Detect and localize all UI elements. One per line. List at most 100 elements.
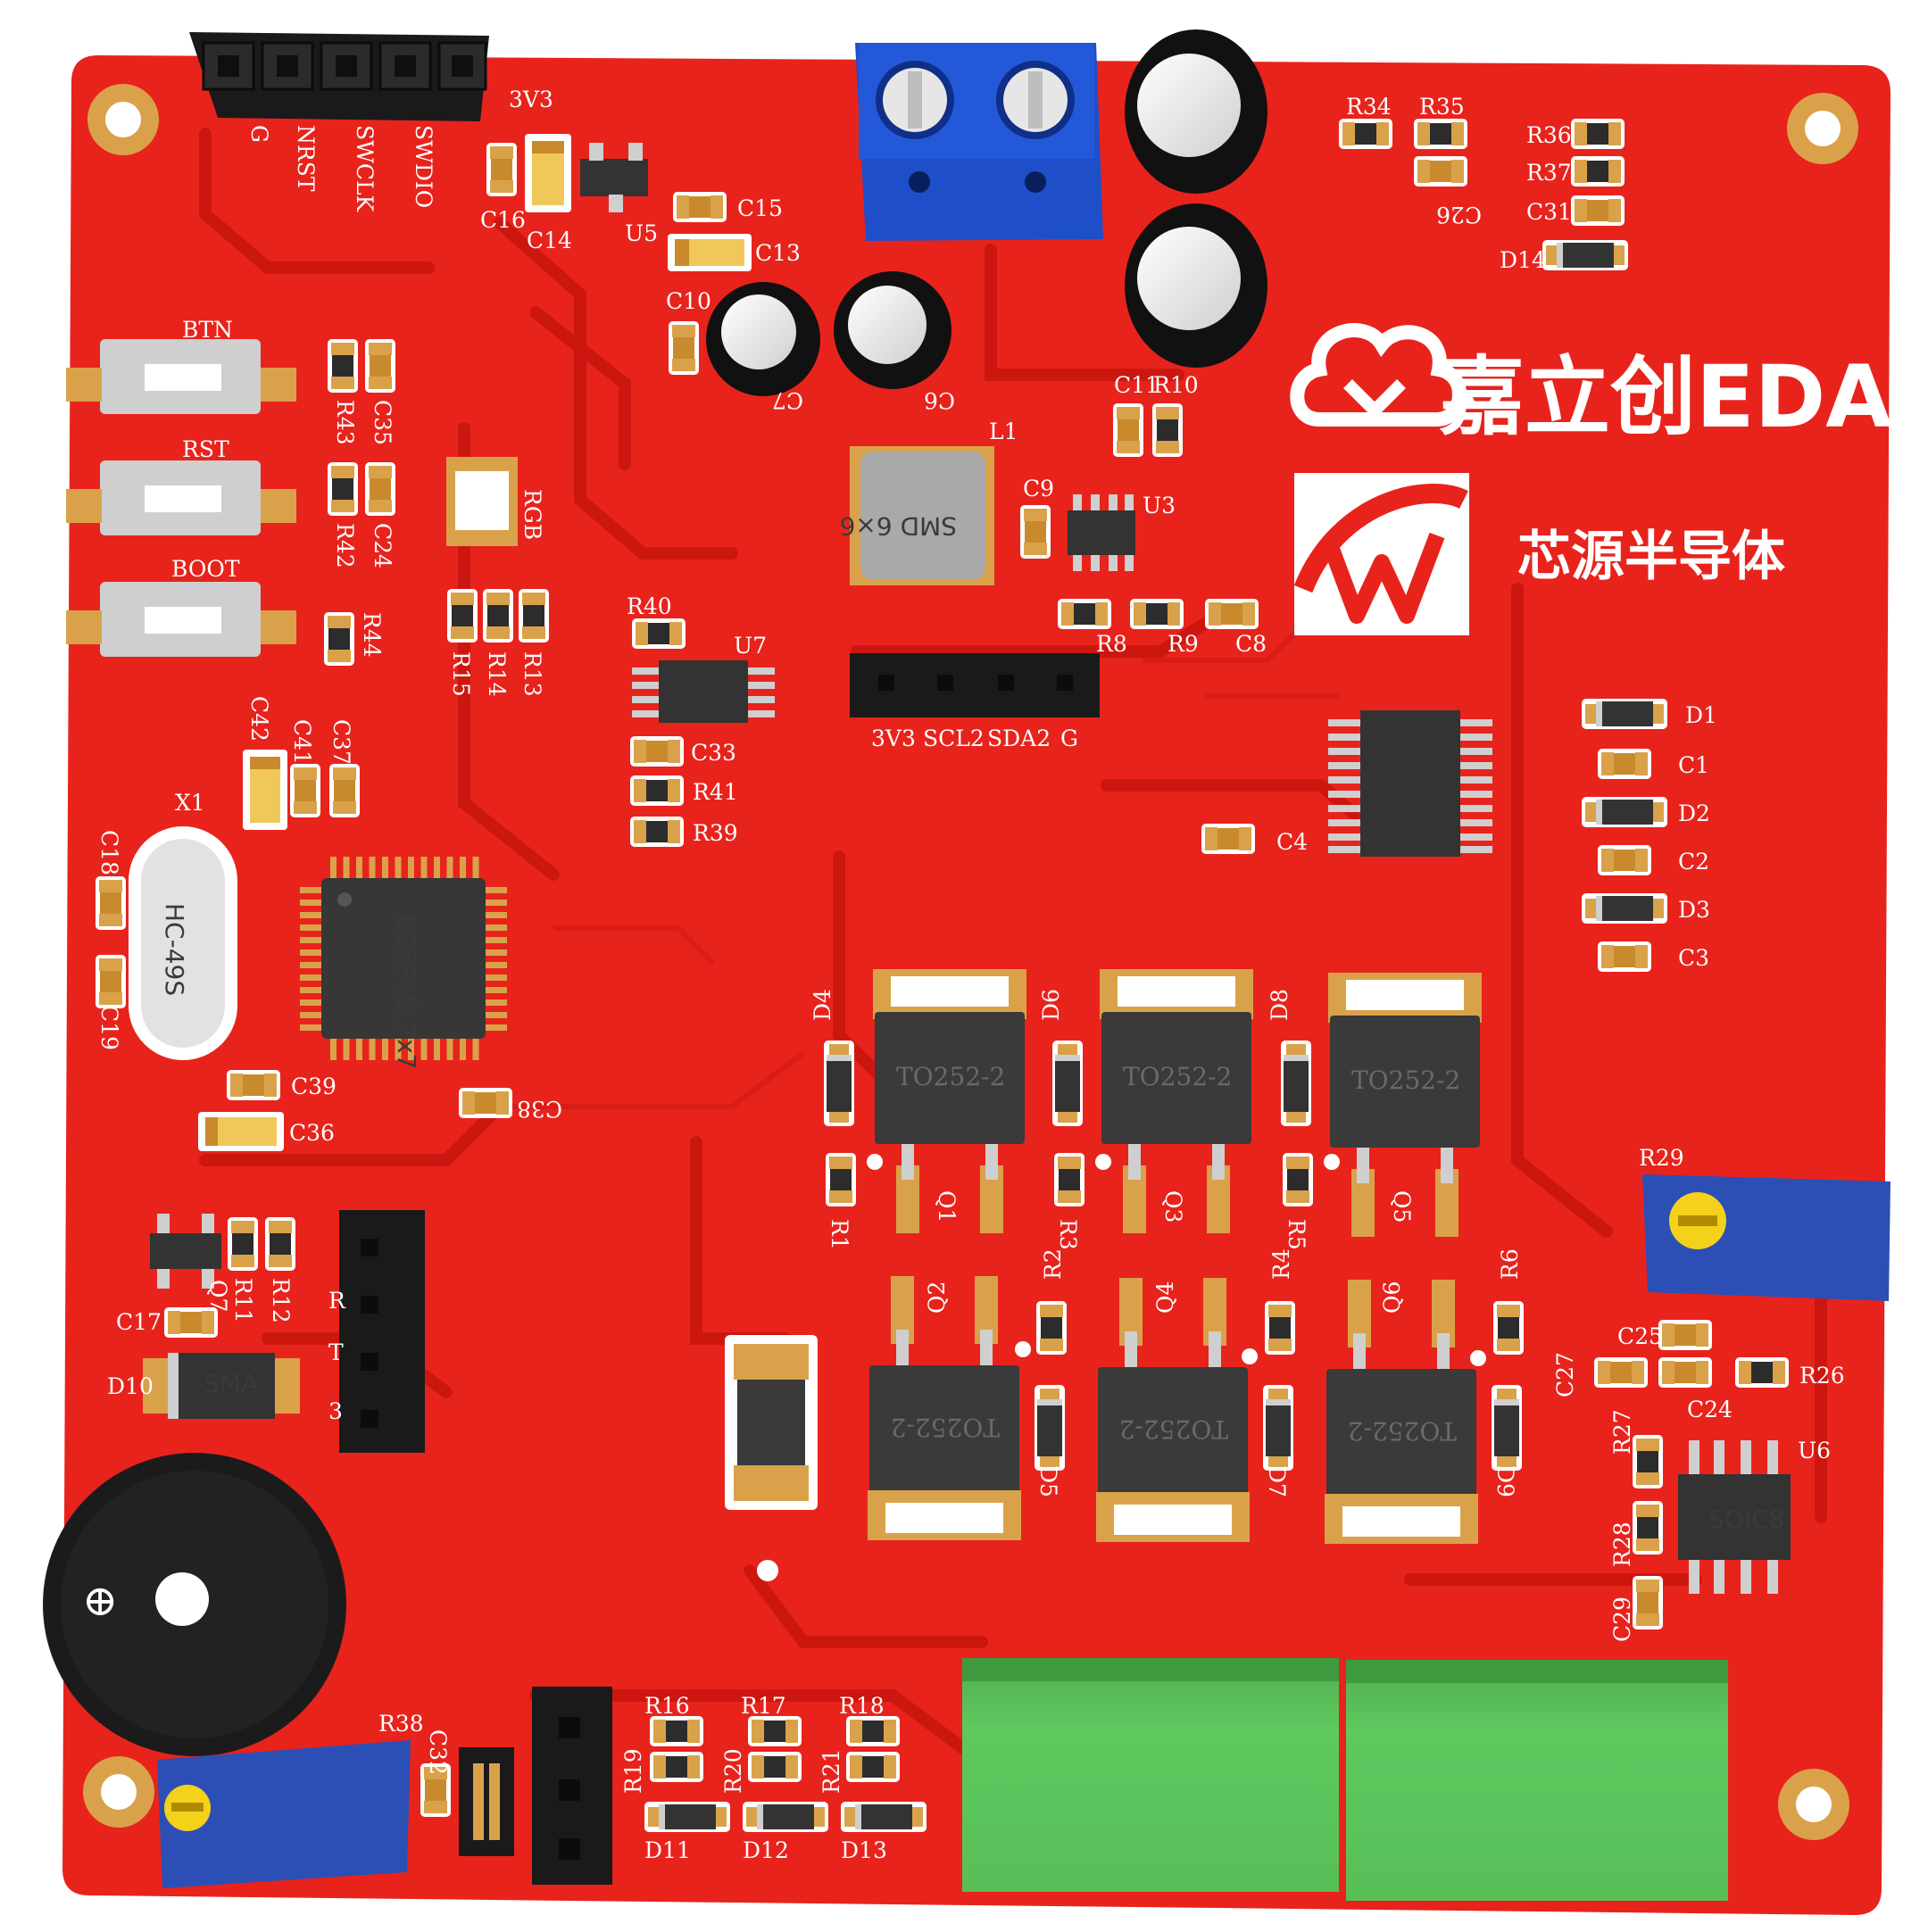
mosfet-q3: TO252-2	[1100, 969, 1253, 1233]
label-u6: U6	[1798, 1438, 1831, 1464]
mcu-lqfp48	[321, 878, 486, 1039]
uart-label-t: T	[328, 1339, 344, 1365]
label-c3: C3	[1678, 945, 1709, 971]
u3-soic	[1068, 494, 1135, 571]
to252-label: TO252-2	[896, 1062, 1005, 1091]
label-d7: D7	[1264, 1465, 1290, 1497]
label-r12: R12	[268, 1278, 294, 1323]
label-r15: R15	[448, 651, 474, 697]
trimmer-r29[interactable]	[1642, 1174, 1891, 1301]
label-r41: R41	[693, 779, 738, 805]
cloud-logo-icon	[1290, 323, 1467, 427]
d10-sma	[143, 1353, 300, 1419]
mount-hole-icon	[87, 84, 159, 155]
power-terminal-blue[interactable]	[855, 43, 1103, 241]
label-r40: R40	[627, 593, 672, 619]
rst-button[interactable]	[66, 460, 296, 535]
w-logo-icon	[1293, 473, 1469, 635]
label-r44: R44	[359, 612, 385, 658]
label-c37: C37	[328, 719, 354, 765]
label-x1: X1	[175, 790, 205, 816]
label-d8: D8	[1267, 989, 1292, 1021]
label-q2: Q2	[924, 1281, 950, 1314]
label-r26: R26	[1799, 1363, 1845, 1389]
label-l1: L1	[989, 419, 1018, 444]
bottom-header[interactable]	[532, 1687, 612, 1885]
label-c25: C25	[1617, 1323, 1663, 1349]
brand-company: 芯源半导体	[1517, 526, 1785, 588]
label-d12: D12	[743, 1837, 789, 1863]
swd-header[interactable]	[189, 32, 489, 121]
label-q7: Q7	[205, 1280, 231, 1312]
label-r19: R19	[620, 1748, 646, 1794]
to252-label: TO252-2	[1348, 1416, 1457, 1446]
label-r6: R6	[1497, 1248, 1523, 1280]
label-r42: R42	[332, 523, 358, 568]
label-r27: R27	[1609, 1409, 1635, 1455]
label-d9: D9	[1492, 1465, 1518, 1497]
i2c-label-3v3: 3V3	[871, 726, 916, 751]
label-r1: R1	[827, 1219, 852, 1250]
label-r2: R2	[1040, 1248, 1066, 1280]
label-u5: U5	[625, 220, 658, 246]
label-c14: C14	[527, 228, 572, 253]
label-c35: C35	[370, 400, 395, 445]
label-r16: R16	[644, 1693, 690, 1719]
label-c41: C41	[289, 719, 315, 765]
u6-package: SOIC8	[1708, 1505, 1784, 1534]
btn-label: BTN	[182, 317, 233, 343]
boot-label: BOOT	[171, 556, 240, 582]
green-terminal-left[interactable]	[962, 1658, 1339, 1892]
label-c7: C7	[772, 387, 803, 413]
label-r17: R17	[741, 1693, 786, 1719]
cap-c5	[1125, 203, 1267, 368]
header-label-swdio: SWDIO	[411, 125, 436, 208]
mcu-label: LQFP48_7x7	[392, 916, 421, 1069]
green-terminal-right[interactable]	[1346, 1660, 1728, 1901]
label-d4: D4	[810, 989, 835, 1021]
label-c33: C33	[691, 740, 736, 766]
mosfet-q5: TO252-2	[1328, 973, 1482, 1237]
header-label-nrst: NRST	[293, 125, 319, 192]
label-r29: R29	[1639, 1145, 1684, 1171]
btn-button[interactable]	[66, 339, 296, 414]
label-r3: R3	[1055, 1219, 1081, 1250]
i2c-header[interactable]	[850, 653, 1100, 717]
jumper-header[interactable]	[459, 1747, 514, 1856]
label-r13: R13	[519, 651, 545, 697]
c13-tantalum	[668, 234, 752, 271]
i2c-label-sda2: SDA2	[987, 726, 1051, 751]
crystal-x1	[129, 826, 237, 1060]
label-c24: C24	[370, 523, 395, 568]
c42-tantalum	[243, 750, 287, 830]
c14-tantalum	[525, 134, 571, 212]
label-d1: D1	[1685, 702, 1717, 728]
label-c26: C26	[1436, 202, 1482, 228]
label-d2: D2	[1678, 800, 1710, 826]
mosfet-q6: TO252-2	[1325, 1280, 1478, 1544]
i2c-label-g: G	[1060, 726, 1078, 751]
rst-label: RST	[182, 436, 229, 462]
trimmer-r38[interactable]	[157, 1740, 411, 1888]
label-r43: R43	[332, 400, 358, 445]
boot-button[interactable]	[66, 582, 296, 657]
label-c11: C11	[1114, 372, 1159, 398]
label-r28: R28	[1609, 1522, 1635, 1567]
label-c19: C19	[96, 1005, 122, 1050]
label-d11: D11	[644, 1837, 691, 1863]
u5-sot23	[580, 143, 648, 212]
label-c17: C17	[116, 1309, 162, 1335]
label-r34: R34	[1346, 94, 1392, 120]
cap-c7	[706, 282, 820, 396]
label-c15: C15	[737, 195, 783, 221]
label-r37: R37	[1526, 160, 1572, 186]
header-label-3v3: 3V3	[509, 87, 553, 112]
label-q4: Q4	[1152, 1281, 1178, 1314]
label-c18: C18	[96, 830, 122, 875]
to252-label: TO252-2	[1123, 1062, 1232, 1091]
c36-tantalum	[198, 1112, 284, 1151]
label-r39: R39	[693, 820, 738, 846]
uart-header[interactable]	[339, 1210, 425, 1453]
mount-hole-icon	[83, 1756, 154, 1828]
